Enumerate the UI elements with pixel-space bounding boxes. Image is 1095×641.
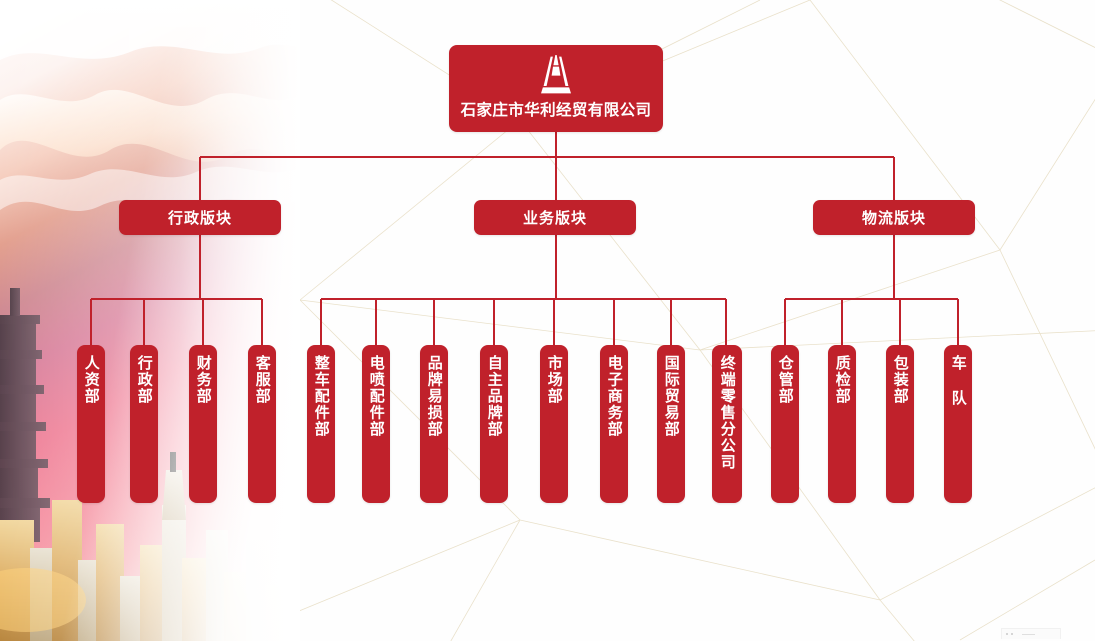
division-label-logistics: 物流版块 (861, 210, 926, 227)
department-label: 车 队 (949, 355, 967, 407)
division-label-admin: 行政版块 (167, 210, 232, 227)
department-label: 终端零售分公司 (718, 355, 736, 471)
department-label: 包装部 (891, 355, 909, 405)
department-label: 电喷配件部 (367, 355, 385, 438)
department-node-zhijianbu[interactable]: 质检部 (828, 345, 856, 503)
department-label: 品牌易损部 (425, 355, 443, 438)
department-node-zhongduanlingshoufengongsi[interactable]: 终端零售分公司 (712, 345, 742, 503)
department-node-dianzishangwubu[interactable]: 电子商务部 (600, 345, 628, 503)
department-label: 人资部 (82, 355, 100, 405)
department-label: 整车配件部 (312, 355, 330, 438)
department-label: 电子商务部 (605, 355, 623, 438)
division-node-admin[interactable]: 行政版块 (119, 200, 281, 235)
department-node-dianpenpeijianbu[interactable]: 电喷配件部 (362, 345, 390, 503)
toolbar-bar-icon (1022, 633, 1035, 635)
huali-arch-logo-icon (534, 53, 578, 100)
root-company-node[interactable]: 石家庄市华利经贸有限公司 (449, 45, 663, 132)
department-label: 市场部 (545, 355, 563, 405)
department-label: 财务部 (194, 355, 212, 405)
department-node-pinpaiyisunbu[interactable]: 品牌易损部 (420, 345, 448, 503)
department-label: 仓管部 (776, 355, 794, 405)
toolbar-dot-icon (1011, 633, 1013, 635)
department-node-zhengchepeijianbu[interactable]: 整车配件部 (307, 345, 335, 503)
division-label-business: 业务版块 (522, 210, 587, 227)
department-node-zizhupinpaibu[interactable]: 自主品牌部 (480, 345, 508, 503)
department-label: 国际贸易部 (662, 355, 680, 438)
department-node-shichangbu[interactable]: 市场部 (540, 345, 568, 503)
department-node-cangguanbu[interactable]: 仓管部 (771, 345, 799, 503)
department-node-guojimaoyibu[interactable]: 国际贸易部 (657, 345, 685, 503)
root-company-label: 石家庄市华利经贸有限公司 (460, 102, 652, 119)
division-node-logistics[interactable]: 物流版块 (813, 200, 975, 235)
department-label: 质检部 (833, 355, 851, 405)
department-label: 行政部 (135, 355, 153, 405)
cropped-toolbar-remnant[interactable] (1001, 628, 1061, 639)
background-fade-overlay (0, 0, 300, 641)
department-node-renzibu[interactable]: 人资部 (77, 345, 105, 503)
department-label: 客服部 (253, 355, 271, 405)
department-node-caiwubu[interactable]: 财务部 (189, 345, 217, 503)
division-node-business[interactable]: 业务版块 (474, 200, 636, 235)
department-node-kefubu[interactable]: 客服部 (248, 345, 276, 503)
toolbar-dot-icon (1006, 633, 1008, 635)
department-label: 自主品牌部 (485, 355, 503, 438)
department-node-xingzhengbu[interactable]: 行政部 (130, 345, 158, 503)
department-node-baozhuangbu[interactable]: 包装部 (886, 345, 914, 503)
department-node-cheduì[interactable]: 车 队 (944, 345, 972, 503)
